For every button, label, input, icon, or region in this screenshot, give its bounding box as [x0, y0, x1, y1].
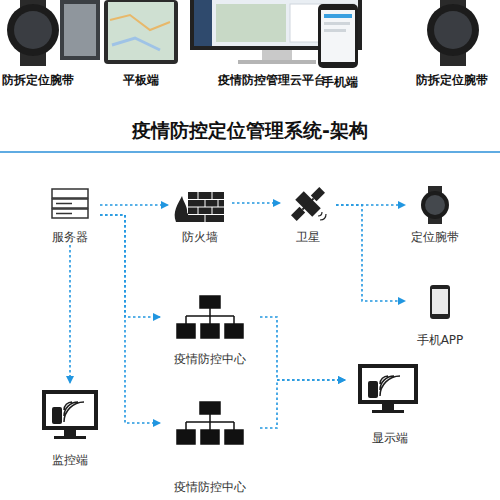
node-label: 防火墙 — [181, 230, 219, 245]
product-label: 防拆定位腕带 — [416, 72, 488, 89]
dotted-connector — [69, 245, 71, 383]
dotted-connector — [260, 317, 345, 380]
satellite-icon — [285, 181, 330, 226]
node-label: 手机APP — [416, 333, 465, 348]
diagram-title: 疫情防控定位管理系统-架构 — [0, 118, 500, 144]
node-label: 卫星 — [295, 230, 321, 245]
title-rule — [0, 151, 500, 153]
phone-icon — [430, 285, 450, 319]
node-label: 监控端 — [51, 453, 89, 468]
firewall-icon — [175, 192, 224, 222]
node-label: 显示端 — [371, 431, 409, 446]
server-icon — [52, 189, 88, 218]
product-label: 手机端 — [322, 74, 358, 91]
monitor-icon — [358, 364, 418, 413]
icon-node: 监控端 — [30, 383, 110, 468]
watch-icon — [421, 186, 449, 224]
product-label: 防拆定位腕带 — [2, 72, 74, 89]
icon-node: 疫情防控中心 — [160, 398, 260, 495]
icon-node: 疫情防控中心 — [160, 292, 260, 367]
dotted-connector — [100, 204, 168, 206]
dotted-connector — [232, 202, 280, 204]
dotted-connector — [336, 205, 405, 301]
dotted-connector — [100, 215, 160, 423]
monitor-icon — [42, 390, 98, 439]
node-label: 服务器 — [51, 230, 89, 245]
icon-node: 显示端 — [345, 358, 435, 446]
product-label: 疫情防控管理云平台 — [218, 72, 326, 89]
product-label: 平板端 — [123, 72, 159, 89]
signal-arcs — [318, 212, 326, 220]
icon-node: 防火墙 — [168, 183, 232, 245]
node-label: 疫情防控中心 — [173, 352, 247, 367]
node-label: 疫情防控中心 — [173, 480, 247, 495]
icon-node: 定位腕带 — [405, 183, 465, 245]
dotted-connector — [260, 380, 345, 428]
product-photos — [7, 0, 479, 68]
icon-node: 手机APP — [405, 283, 475, 348]
icon-node: 卫星 — [280, 185, 336, 245]
org-chart-icon — [177, 296, 243, 338]
node-label: 定位腕带 — [410, 230, 460, 245]
dotted-connector — [100, 215, 160, 317]
org-chart-icon — [177, 402, 243, 444]
icon-node: 服务器 — [40, 185, 100, 245]
